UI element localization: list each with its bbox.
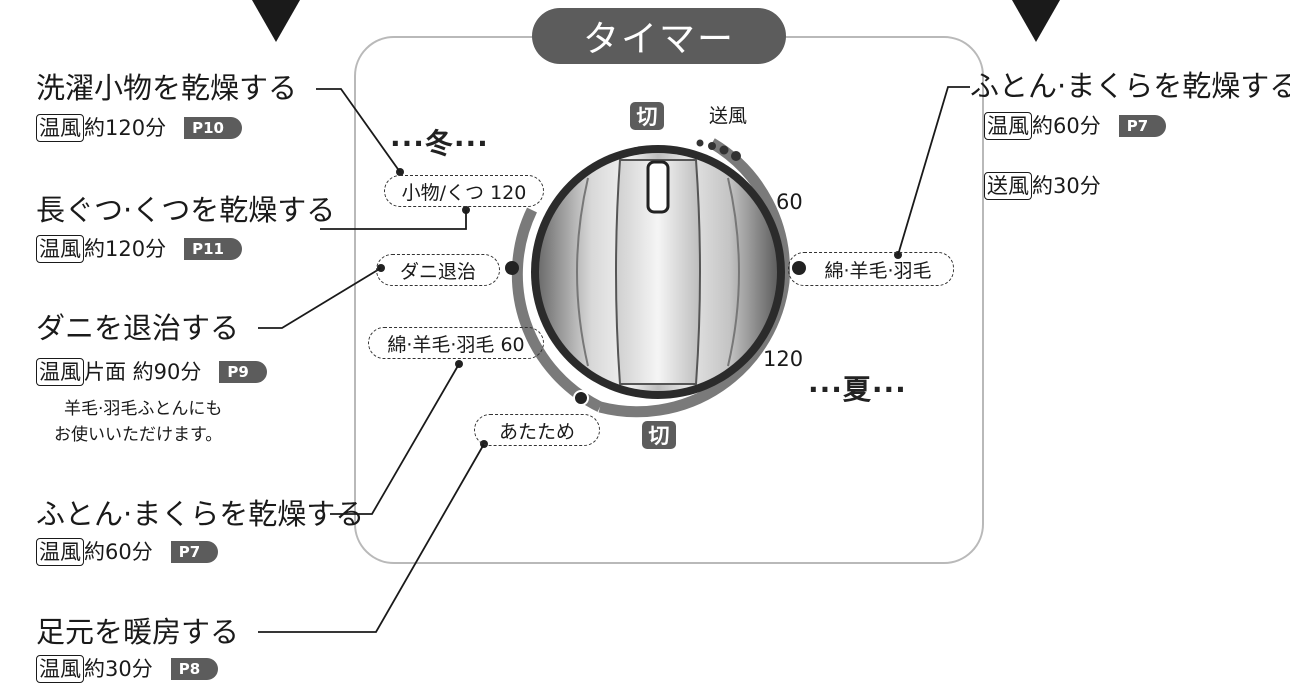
mark-120: 120 [763, 347, 804, 371]
right-spec-1: 温風 約60分 P7 [984, 112, 1167, 141]
down-arrow-left-icon [252, 0, 300, 42]
left-title-1: 洗濯小物を乾燥する [36, 71, 298, 105]
detail-text: 約60分 [1032, 113, 1101, 138]
note-line-2: お使いいただけます。 [54, 425, 223, 445]
dial-arc-left [511, 207, 603, 412]
timer-title: タイマー [532, 8, 786, 64]
off-top-label: 切 [630, 102, 664, 130]
dial-indicator [646, 160, 670, 214]
left-spec-3: 温風 片面 約90分 P9 [36, 358, 267, 387]
slot-menyoumou-60: 綿·羊毛·羽毛 60 [368, 327, 544, 359]
leader-1 [316, 88, 401, 173]
mode-badge: 温風 [36, 538, 84, 567]
page-ref: P11 [184, 238, 242, 261]
detail-text: 約60分 [84, 539, 153, 564]
dial-grip [615, 159, 701, 385]
left-title-5: 足元を暖房する [36, 615, 240, 649]
slot-menyoumou-right: 綿·羊毛·羽毛 [788, 252, 954, 286]
page-ref: P8 [170, 658, 219, 681]
mode-badge: 送風 [984, 172, 1032, 201]
right-title: ふとん·まくらを乾燥する [970, 69, 1290, 103]
slot-komono: 小物/くつ 120 [384, 175, 544, 207]
fan-dots [696, 139, 741, 161]
mode-badge: 温風 [36, 655, 84, 684]
detail-text: 約120分 [84, 115, 167, 140]
detail-text: 約30分 [84, 656, 153, 681]
slot-dani: ダニ退治 [376, 254, 500, 286]
left-title-3: ダニを退治する [36, 311, 240, 345]
mode-badge: 温風 [36, 114, 84, 143]
left-spec-4: 温風 約60分 P7 [36, 538, 219, 567]
leader-right [897, 86, 970, 256]
page-ref: P10 [184, 117, 242, 140]
slot-atatame: あたため [474, 414, 600, 446]
mark-60: 60 [776, 190, 803, 214]
leader-5 [258, 443, 485, 633]
season-summer: ···夏··· [808, 373, 907, 406]
detail-text: 片面 約90分 [84, 359, 202, 384]
left-title-4: ふとん·まくらを乾燥する [36, 497, 365, 531]
season-winter: ···冬··· [390, 127, 489, 160]
mode-badge: 温風 [36, 235, 84, 264]
fan-label: 送風 [709, 105, 748, 127]
left-title-2: 長ぐつ·くつを乾燥する [36, 193, 336, 227]
page-ref: P9 [219, 361, 267, 384]
detail-text: 約120分 [84, 236, 167, 261]
left-spec-2: 温風 約120分 P11 [36, 235, 242, 264]
page-ref: P7 [170, 541, 219, 564]
left-spec-1: 温風 約120分 P10 [36, 114, 242, 143]
leader-3 [258, 267, 382, 329]
down-arrow-right-icon [1012, 0, 1060, 42]
mode-badge: 温風 [984, 112, 1032, 141]
mode-badge: 温風 [36, 358, 84, 387]
right-spec-2: 送風 約30分 [984, 172, 1101, 201]
left-spec-5: 温風 約30分 P8 [36, 655, 219, 684]
note-line-1: 羊毛·羽毛ふとんにも [64, 399, 223, 419]
detail-text: 約30分 [1032, 173, 1101, 198]
leader-2 [320, 210, 467, 230]
page-ref: P7 [1118, 115, 1167, 138]
leader-4 [330, 363, 460, 515]
off-bottom-label: 切 [642, 421, 676, 449]
